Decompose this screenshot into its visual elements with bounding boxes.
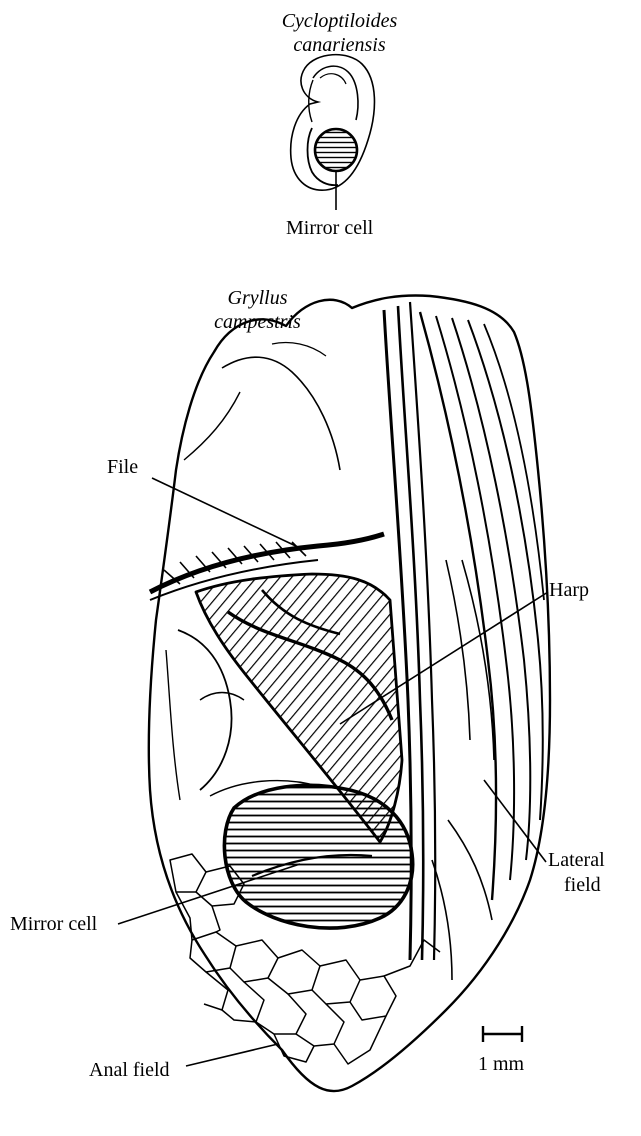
harp-label: Harp bbox=[549, 578, 589, 602]
top-mirror-cell-label: Mirror cell bbox=[286, 216, 373, 240]
cycloptiloides-mirror-cell bbox=[315, 129, 357, 171]
scale-bar bbox=[483, 1026, 522, 1042]
cycloptiloides-wing bbox=[291, 55, 375, 210]
scale-bar-label: 1 mm bbox=[478, 1052, 524, 1076]
top-species-name: canariensis bbox=[268, 33, 411, 57]
file-label: File bbox=[107, 455, 138, 479]
file-leader bbox=[152, 478, 300, 548]
anal-field-label: Anal field bbox=[89, 1058, 170, 1082]
main-species-name: campestris bbox=[185, 310, 330, 334]
lateral-field-label-line2: field bbox=[564, 873, 601, 897]
gryllus-wing bbox=[149, 296, 550, 1092]
mirror-cell-label: Mirror cell bbox=[10, 912, 97, 936]
lateral-field-label-line1: Lateral bbox=[548, 848, 605, 872]
top-species-genus: Cycloptiloides bbox=[268, 9, 411, 33]
anal-field-leader bbox=[186, 1044, 278, 1066]
main-species-genus: Gryllus bbox=[205, 286, 310, 310]
